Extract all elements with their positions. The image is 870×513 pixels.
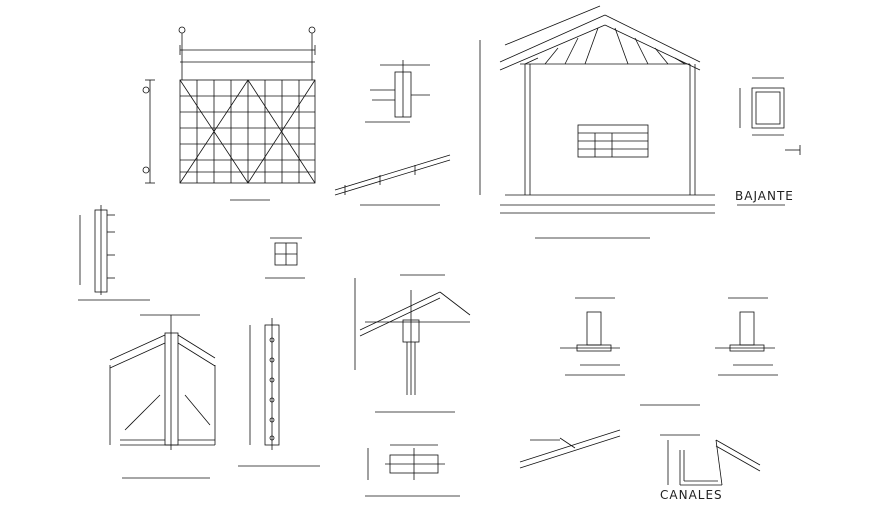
canales-label: CANALES xyxy=(660,488,723,502)
beam-vc1-detail xyxy=(560,297,778,406)
view-v1c-detail xyxy=(238,318,320,467)
gutter-slope-detail xyxy=(519,429,621,469)
roof-plan-drawing xyxy=(142,26,316,201)
bajante-label: BAJANTE xyxy=(735,189,794,203)
purlin-top-detail xyxy=(365,60,430,123)
view-v4b-detail xyxy=(365,444,460,497)
downpipe-detail xyxy=(737,77,801,206)
purlin-spacing-detail xyxy=(334,154,451,206)
portal-frame-detail xyxy=(479,5,715,239)
section-c1-detail xyxy=(265,237,305,279)
joint-t1-elevation xyxy=(109,314,216,479)
joint-d1-elevation xyxy=(354,274,471,413)
gutter-detail xyxy=(660,434,761,486)
section-v1-detail xyxy=(78,205,150,301)
